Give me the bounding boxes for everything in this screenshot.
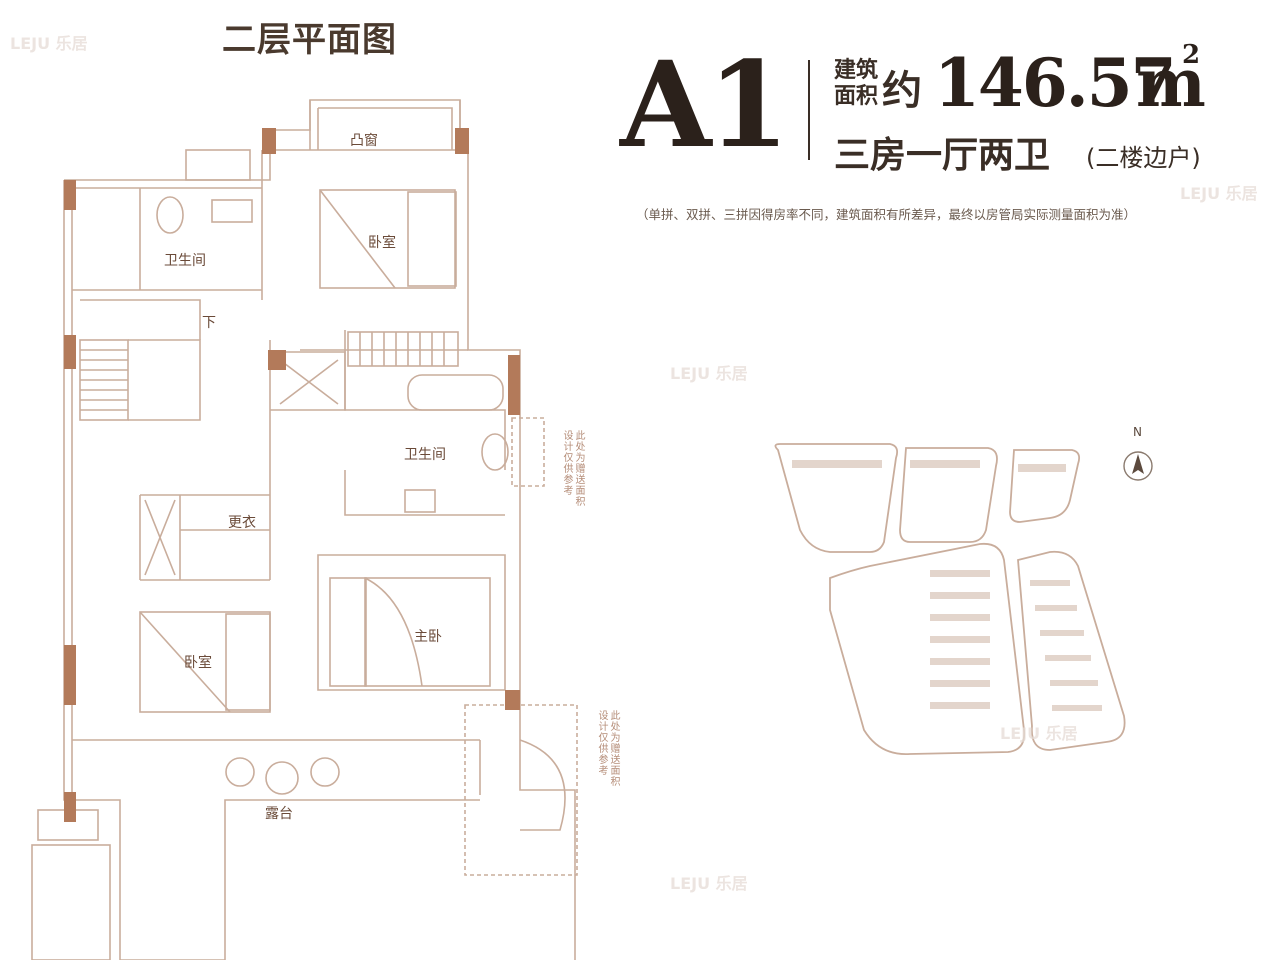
watermark-brand-cn: 乐居	[55, 34, 88, 53]
watermark-brand-en: LEJU	[1000, 724, 1041, 743]
watermark-logo: LEJU 乐居	[10, 30, 88, 54]
room-label-bathroom-1: 卫生间	[164, 253, 206, 269]
header-divider	[808, 60, 810, 160]
side-note-1b: 设计仅供参考	[561, 430, 572, 496]
watermark-logo: LEJU 乐居	[1180, 180, 1258, 204]
side-note-1: 此处为赠送面积 设计仅供参考	[560, 430, 584, 507]
side-note-1a: 此处为赠送面积	[573, 430, 584, 507]
watermark-logo: LEJU 乐居	[1000, 720, 1078, 744]
watermark-brand-en: LEJU	[670, 364, 711, 383]
area-label-line2: 面积	[834, 84, 879, 109]
area-prefix: 约	[882, 68, 922, 114]
room-label-dressing: 更衣	[228, 515, 256, 531]
side-note-2: 此处为赠送面积 设计仅供参考	[595, 710, 619, 787]
area-unit-superscript: 2	[1182, 40, 1201, 70]
area-disclaimer: （单拼、双拼、三拼因得房率不同，建筑面积有所差异，最终以房管局实际测量面积为准）	[636, 207, 1137, 222]
site-plan	[774, 443, 1153, 755]
area-label: 建筑 面积	[834, 58, 878, 110]
room-label-master-bedroom: 主卧	[414, 629, 442, 645]
watermark-logo: LEJU 乐居	[670, 360, 748, 384]
watermark-brand-cn: 乐居	[1225, 184, 1258, 203]
compass-north-label: N	[1133, 425, 1142, 439]
side-note-2b: 设计仅供参考	[596, 710, 607, 776]
layout-description: 三房一厅两卫	[834, 135, 1051, 176]
area-value: 146.57	[934, 44, 1177, 122]
watermark-logo: LEJU 乐居	[670, 870, 748, 894]
floor-plan-title: 二层平面图	[222, 20, 397, 60]
watermark-brand-cn: 乐居	[715, 874, 748, 893]
area-label-line1: 建筑	[834, 58, 879, 83]
area-unit: m	[1136, 44, 1206, 122]
side-note-2a: 此处为赠送面积	[608, 710, 619, 787]
watermark-brand-en: LEJU	[1180, 184, 1221, 203]
room-label-bedroom-2: 卧室	[184, 655, 212, 671]
room-label-stairs-down: 下	[202, 315, 216, 331]
watermark-brand-en: LEJU	[670, 874, 711, 893]
layout-note: (二楼边户)	[1086, 144, 1201, 172]
watermark-brand-cn: 乐居	[1045, 724, 1078, 743]
watermark-brand-en: LEJU	[10, 34, 51, 53]
unit-code: A1	[620, 35, 790, 174]
room-label-bedroom-1: 卧室	[368, 235, 396, 251]
watermark-brand-cn: 乐居	[715, 364, 748, 383]
room-label-bay-window: 凸窗	[350, 133, 378, 149]
room-label-terrace: 露台	[265, 806, 293, 822]
room-label-bathroom-2: 卫生间	[404, 447, 446, 463]
